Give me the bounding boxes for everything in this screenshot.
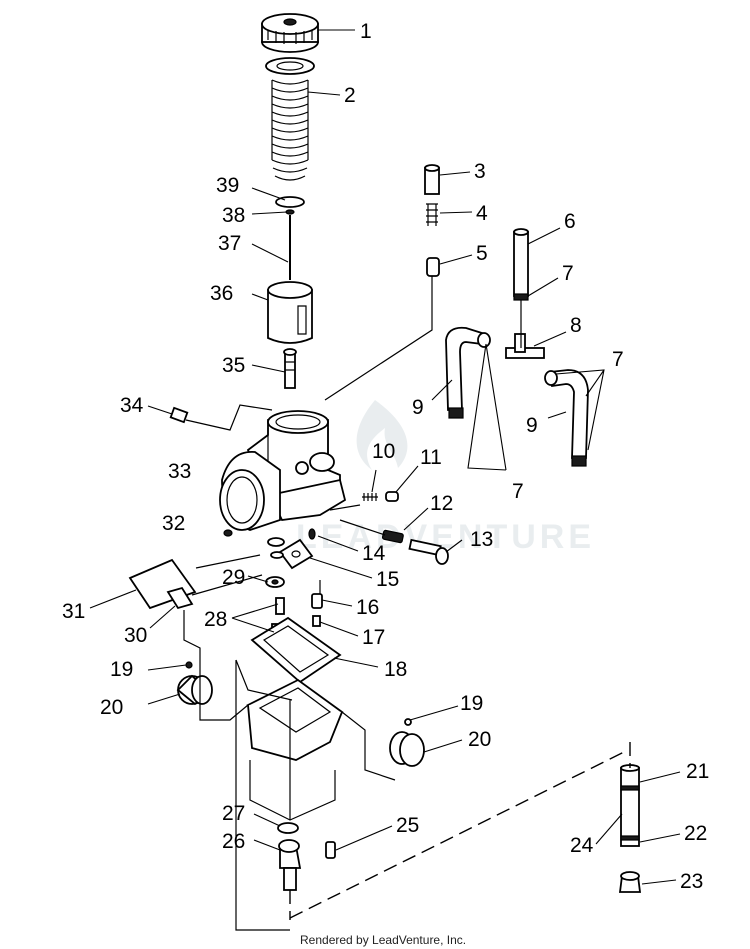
label-part-18: 18 xyxy=(384,658,407,681)
label-part-34: 34 xyxy=(120,394,144,417)
label-part-24: 24 xyxy=(570,834,594,857)
label-part-8: 8 xyxy=(570,314,582,337)
part-2-spring xyxy=(265,57,315,181)
part-5-valve xyxy=(426,257,440,277)
part-11-screw xyxy=(385,491,399,502)
label-part-13: 13 xyxy=(470,528,493,551)
label-part-7-right: 7 xyxy=(612,348,624,371)
label-part-20-right: 20 xyxy=(468,728,491,751)
label-part-39: 39 xyxy=(216,174,239,197)
part-36-throttle-slide xyxy=(267,281,313,344)
part-9-vent-hose-right xyxy=(544,369,589,467)
assembly-lines xyxy=(183,276,631,931)
label-part-2: 2 xyxy=(344,84,356,107)
part-39-needle-clip xyxy=(275,196,305,280)
label-part-28: 28 xyxy=(204,608,227,631)
part-10-spring xyxy=(362,493,378,501)
label-part-1: 1 xyxy=(360,20,372,43)
part-9-vent-hose-left xyxy=(445,326,491,419)
leader-lines xyxy=(89,29,681,885)
label-part-5: 5 xyxy=(476,242,488,265)
label-part-20-left: 20 xyxy=(100,696,123,719)
part-17-jet xyxy=(312,615,321,627)
part-16-jet xyxy=(311,593,323,609)
part-29-washer xyxy=(265,537,285,588)
label-part-7-lower: 7 xyxy=(512,480,524,503)
label-part-7-upper: 7 xyxy=(562,262,574,285)
label-part-15: 15 xyxy=(376,568,399,591)
label-part-11: 11 xyxy=(420,446,442,469)
label-part-36: 36 xyxy=(210,282,233,305)
part-23-cap xyxy=(618,871,642,893)
part-number-labels: 1 2 3 4 5 6 7 8 7 9 9 7 10 11 12 13 14 1… xyxy=(62,20,709,893)
part-4-spring xyxy=(426,203,438,226)
part-20-float-right xyxy=(389,731,425,767)
label-part-12: 12 xyxy=(430,492,453,515)
part-33-intake-bell xyxy=(219,451,281,531)
float-bowl xyxy=(246,678,344,761)
part-27-o-ring xyxy=(277,822,299,834)
label-part-26: 26 xyxy=(222,830,245,853)
label-part-14: 14 xyxy=(362,542,386,565)
part-18-gasket xyxy=(250,616,342,684)
label-part-38: 38 xyxy=(222,204,245,227)
part-13-idle-screw xyxy=(408,538,449,565)
label-part-22: 22 xyxy=(684,822,707,845)
label-part-6: 6 xyxy=(564,210,576,233)
label-part-17: 17 xyxy=(362,626,385,649)
part-32-screw xyxy=(223,529,233,537)
label-part-16: 16 xyxy=(356,596,379,619)
part-24-tube xyxy=(620,764,640,847)
part-19-pin-left xyxy=(185,661,193,669)
label-part-9-right: 9 xyxy=(526,414,538,437)
label-part-19-left: 19 xyxy=(110,658,133,681)
part-3-fitting xyxy=(424,164,440,195)
label-part-21: 21 xyxy=(686,760,709,783)
part-14-fitting xyxy=(308,528,316,540)
label-part-37: 37 xyxy=(218,232,241,255)
label-part-23: 23 xyxy=(680,870,703,893)
part-34-air-screw xyxy=(169,406,189,424)
label-part-25: 25 xyxy=(396,814,419,837)
watermark: LEADVENTURE xyxy=(296,400,591,556)
label-part-30: 30 xyxy=(124,624,147,647)
part-8-tee-fitting xyxy=(505,333,545,359)
label-part-3: 3 xyxy=(474,160,486,183)
part-6-tube xyxy=(513,228,529,301)
part-19-pin-right xyxy=(404,718,412,726)
label-part-33: 33 xyxy=(168,460,191,483)
part-26-drain-plug xyxy=(278,839,302,891)
label-part-4: 4 xyxy=(476,202,488,225)
part-20-float-left xyxy=(176,674,213,706)
part-15-plate xyxy=(278,538,314,570)
part-35-needle-jet xyxy=(283,348,297,389)
label-part-32: 32 xyxy=(162,512,185,535)
part-25-screw xyxy=(325,841,336,859)
footer-credit: Rendered by LeadVenture, Inc. xyxy=(300,933,466,947)
part-1-top-cap xyxy=(261,13,319,53)
label-part-29: 29 xyxy=(222,566,245,589)
label-part-19-right: 19 xyxy=(460,692,483,715)
part-30-bracket xyxy=(166,586,194,610)
label-part-9-left: 9 xyxy=(412,396,424,419)
label-part-27: 27 xyxy=(222,802,245,825)
label-part-35: 35 xyxy=(222,354,245,377)
label-part-31: 31 xyxy=(62,600,85,623)
label-part-10: 10 xyxy=(372,440,395,463)
